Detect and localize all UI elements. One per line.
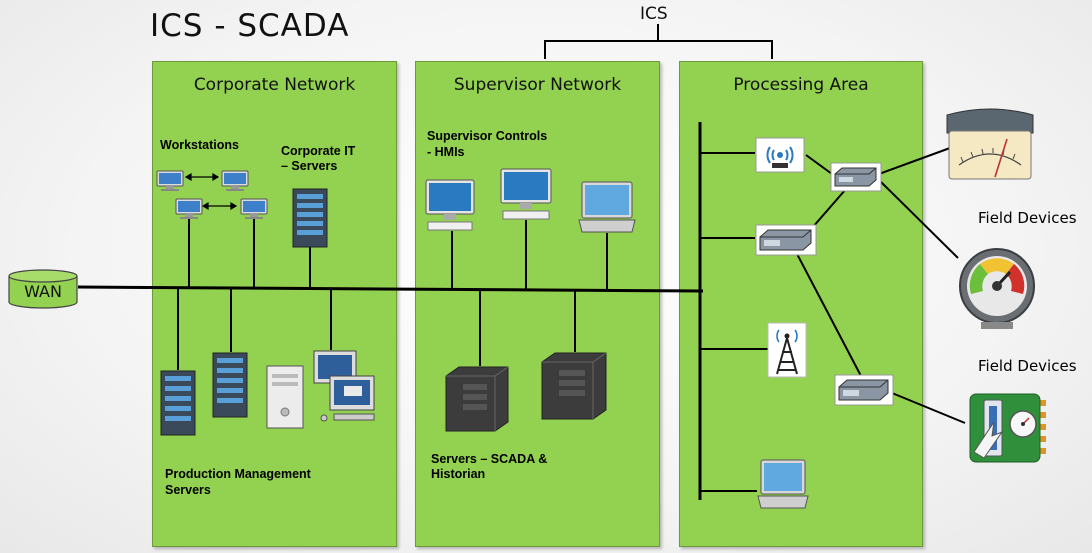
zone-title-processing: Processing Area [733,75,869,95]
supervisor-controls-label-line2: - HMIs [427,145,465,159]
page-title: ICS - SCADA [150,8,350,44]
workstation-icon [156,170,184,191]
servers-scada-label-line2: Historian [431,467,486,481]
wan-label: WAN [24,282,62,301]
ics-bracket-label: ICS [640,4,668,24]
field-devices-label-2: Field Devices [978,357,1077,375]
hmi-monitor-icon [500,168,552,220]
analog-meter-icon [946,108,1034,180]
workstation-icon [240,198,268,219]
hmi-monitor-icon [425,179,475,231]
zone-title-corporate: Corporate Network [193,75,356,95]
laptop-icon [757,459,809,509]
workstation-icon [175,198,203,219]
tower-server-icon [445,366,509,432]
pressure-gauge-icon [959,248,1035,329]
production-label-line2: Servers [165,483,211,497]
servers-scada-label-line1: Servers – SCADA & [431,452,548,466]
tower-server-icon [541,352,607,420]
workstation-icon [221,170,249,191]
wan-cylinder-icon [8,269,78,309]
laptop-icon [578,181,636,233]
field-devices-label-1: Field Devices [978,209,1077,227]
wireless-access-point-icon [755,137,805,173]
desktop-computer-icon [266,350,375,429]
production-label-line1: Production Management [165,467,311,481]
zone-corporate-network: Corporate Network [152,61,397,547]
rack-server-icon [212,352,248,418]
zone-supervisor-network: Supervisor Network [415,61,660,547]
zone-title-supervisor: Supervisor Network [453,75,622,95]
corporate-it-label-line1: Corporate IT [281,144,356,158]
rack-server-icon [160,370,196,436]
rack-server-icon [292,188,328,248]
radio-tower-icon [767,322,807,378]
rtu-device-icon [755,224,817,256]
field-sensor-icon [969,393,1046,463]
workstations-label: Workstations [160,138,239,152]
supervisor-controls-label-line1: Supervisor Controls [427,129,548,143]
rtu-device-icon [834,374,894,406]
rtu-device-icon [830,162,882,192]
corporate-it-label-line2: – Servers [281,159,338,173]
